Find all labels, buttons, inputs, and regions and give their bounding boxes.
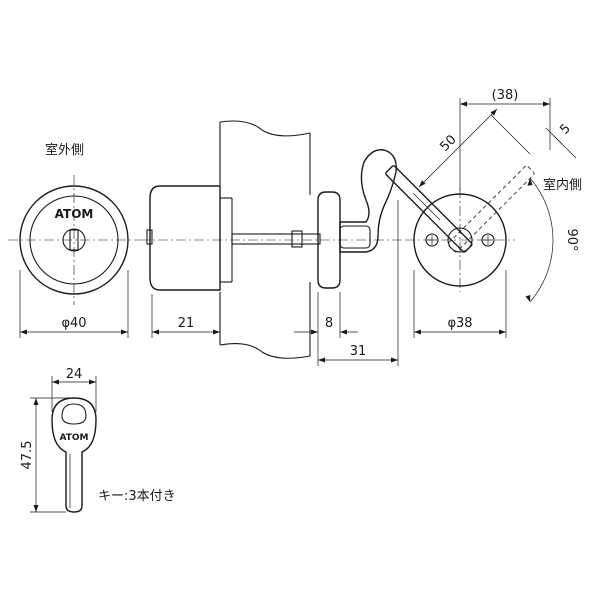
key-note: キー:3本付き <box>98 489 176 504</box>
lever-hub <box>339 225 371 249</box>
dim-rotation-angle: 90° <box>564 228 579 251</box>
lever-solid <box>385 165 473 253</box>
key-brand-logo: ATOM <box>59 433 88 443</box>
door-break-top <box>219 120 311 137</box>
dim-knob-projection: 31 <box>350 344 367 359</box>
spindle-nut <box>291 230 303 248</box>
cylinder-face-tab <box>146 229 153 245</box>
inner-handle-view: 室内側 (38) 50 5 90° φ38 <box>385 88 582 338</box>
keyway-circle <box>62 228 86 252</box>
dim-lever-reach: (38) <box>492 88 519 103</box>
dim-body-length: 21 <box>178 316 195 331</box>
outer-cylinder-view: 室外側 ATOM φ40 <box>8 142 140 338</box>
cylinder-brand-logo: ATOM <box>55 207 94 221</box>
spindle-shaft <box>231 233 321 245</box>
dim-lever-length: 50 <box>437 132 459 154</box>
lever-rotated-dashed <box>447 165 535 253</box>
t-handle-profile <box>339 149 397 253</box>
knob-base <box>317 191 341 289</box>
screw-left <box>425 233 439 247</box>
inner-side-label: 室内側 <box>543 177 582 193</box>
lever-hub-circle <box>447 227 473 253</box>
rotation-arc <box>529 177 554 303</box>
dim-knob-base-thickness: 8 <box>325 316 333 331</box>
dim-key-length: 47.5 <box>20 441 35 470</box>
key-hole <box>61 403 87 425</box>
key-view: ATOM 24 47.5 キー:3本付き <box>20 367 176 513</box>
cylinder-body <box>149 185 221 291</box>
dim-base-diameter: φ38 <box>447 316 472 331</box>
dim-key-width: 24 <box>66 367 83 382</box>
dim-lever-width: 5 <box>557 121 573 137</box>
outer-side-label: 室外側 <box>45 142 84 158</box>
door-break-bottom <box>219 343 311 359</box>
screw-right <box>481 233 495 247</box>
keyway-slot <box>69 229 79 251</box>
key-outline <box>51 397 97 513</box>
dim-cylinder-diameter: φ40 <box>61 316 86 331</box>
cylinder-outer-ring <box>19 185 129 295</box>
side-section-view: 21 8 31 <box>140 120 405 366</box>
